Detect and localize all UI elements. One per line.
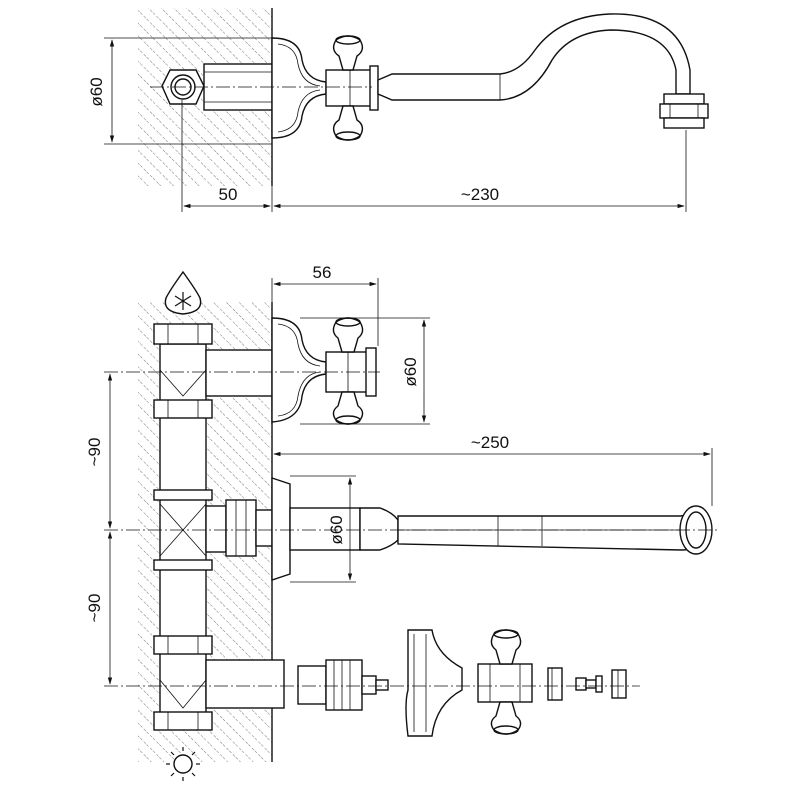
spout-connector xyxy=(205,499,273,557)
dim-wall-offset: 50 xyxy=(219,185,238,204)
dim-spacing-lower: ~90 xyxy=(85,594,104,623)
upper-valve xyxy=(271,317,377,425)
assembly-view: 56 ø60 ~250 ø60 ~90 ~90 xyxy=(85,263,720,781)
dim-spacing-upper: ~90 xyxy=(85,438,104,467)
dim-top-diameter: ø60 xyxy=(87,77,106,106)
exploded-parts xyxy=(297,629,627,737)
top-view: ø60 50 ~230 xyxy=(87,8,709,212)
top-escutcheon xyxy=(271,37,327,139)
dim-spout-length: ~250 xyxy=(471,433,509,452)
dim-spout-diameter: ø60 xyxy=(327,515,346,544)
top-spout xyxy=(377,13,709,129)
dim-valve-diameter: ø60 xyxy=(401,357,420,386)
dim-handle-offset: 56 xyxy=(313,263,332,282)
dim-spout-reach: ~230 xyxy=(461,185,499,204)
sun-icon xyxy=(166,747,200,781)
snowflake-drop-icon xyxy=(164,270,202,315)
top-cross-handle xyxy=(325,35,379,141)
pipe-manifold xyxy=(153,323,285,731)
